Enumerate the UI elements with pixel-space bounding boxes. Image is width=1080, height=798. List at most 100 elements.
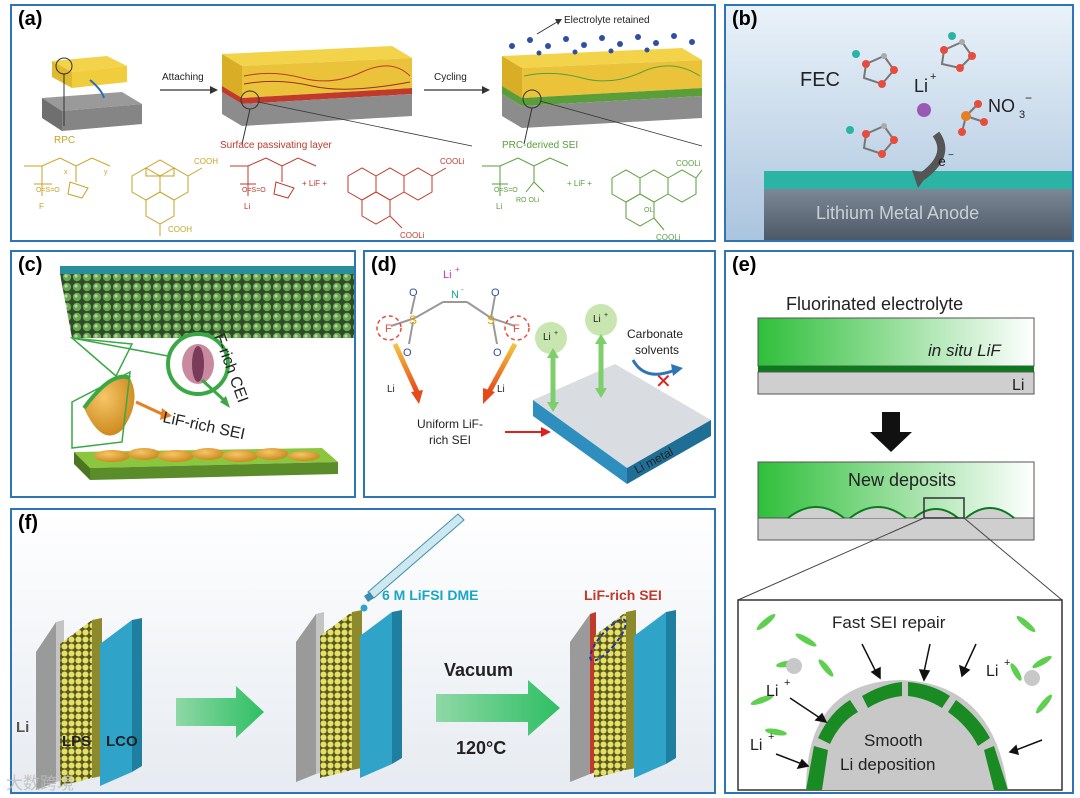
li-ion-charge-1: +: [554, 330, 558, 337]
cooli-label-1: COOLi: [440, 157, 465, 166]
x-subscript: x: [64, 169, 68, 176]
cell-stack-1: [36, 618, 142, 790]
cycling-label: Cycling: [434, 72, 467, 83]
li-left-label: Li: [387, 384, 395, 395]
substrate-illustration: [42, 92, 142, 131]
lithium-anode-block: [764, 189, 1072, 240]
li-ion-1: [786, 658, 802, 674]
fec-molecule-2: [940, 32, 976, 72]
nitrate-subscript: 3: [1019, 109, 1025, 121]
electron-charge: −: [948, 150, 954, 161]
rpc-carbon-structure: [131, 159, 203, 236]
cooh-label-bottom: COOH: [168, 225, 192, 234]
sei-polymer-structure: [482, 157, 569, 196]
electron-label: e: [938, 153, 946, 169]
rpc-polymer-structure: [24, 157, 111, 199]
li-ion-charge-c: +: [768, 731, 774, 743]
blocked-x-icon: ✕: [655, 371, 672, 393]
nitrate-label: NO: [988, 96, 1015, 116]
li-ion-sphere-1: [535, 322, 567, 354]
sei-particle: [84, 376, 135, 436]
li-left-arrow: [392, 342, 420, 394]
fluorine-label-1: F: [385, 323, 392, 335]
panel-b-diagram: Lithium Metal Anode: [726, 6, 1072, 240]
fsi-anion-structure: [390, 295, 516, 345]
arrow-step-2: [436, 680, 560, 736]
panel-e-diagram: Fluorinated electrolyte in situ LiF Li N…: [737, 294, 1063, 791]
fec-molecule-3: [846, 123, 898, 158]
passivated-polymer-structure: [230, 157, 317, 199]
fec-molecule-1: [852, 50, 898, 88]
li-deposits: [94, 448, 320, 462]
fluorine-label-2: F: [513, 323, 520, 335]
li-ion-sphere-2: [585, 304, 617, 336]
li-ion-2: [1024, 670, 1040, 686]
rpc-label: RPC: [54, 135, 75, 146]
li-charge: +: [930, 71, 936, 83]
ro-oli-label: RO OLi: [516, 197, 540, 204]
oli-label: OLi: [644, 207, 655, 214]
watermark: 大数跨境: [6, 774, 74, 794]
sulfonyl-label: O=S=O: [36, 187, 60, 194]
cell-stack-3: [570, 610, 676, 782]
new-deposit-bumps: [787, 506, 1015, 519]
cooli-label-4: COOLi: [656, 233, 681, 242]
li-right-label: Li: [497, 384, 505, 395]
passivated-carbon-structure: [347, 167, 447, 229]
oxygen-label-1: O: [409, 287, 418, 299]
lps-label: LPS: [62, 733, 91, 750]
electrolyte-region-top: [757, 317, 1035, 367]
electrolyte-dots: [509, 33, 695, 56]
lif-plus-label-2: + LiF +: [567, 179, 592, 188]
arrow-step-1: [176, 686, 264, 738]
fluorine-label: F: [39, 202, 44, 211]
insitu-lif-label: in situ LiF: [928, 341, 1002, 360]
panel-c-diagram: F-rich CEI LiF-rich SEI: [60, 266, 354, 480]
y-subscript: y: [104, 169, 108, 176]
li-ion-label-c: Li: [750, 737, 762, 754]
panel-f: (f) Li LPS LCO: [10, 508, 716, 794]
electrolyte-fragments: [750, 613, 1053, 736]
li-right-arrow: [486, 342, 518, 394]
li-ion-label-1: Li: [543, 332, 551, 343]
panel-a-label: (a): [18, 8, 43, 30]
anode-label: Lithium Metal Anode: [816, 203, 979, 223]
fluorine-highlight-1: [376, 315, 402, 341]
lithium-label: Li: [244, 202, 250, 211]
vacuum-label: Vacuum: [444, 660, 513, 680]
new-deposits-label: New deposits: [848, 470, 956, 490]
li-substrate-bottom: [757, 517, 1035, 541]
attach-curve-arrow: [89, 79, 105, 99]
panel-b-label: (b): [732, 8, 758, 30]
li-ion-label-a: Li: [766, 683, 778, 700]
repair-arrows: [775, 643, 1043, 770]
fast-repair-label: Fast SEI repair: [832, 613, 946, 632]
lithium-cation-charge: +: [455, 265, 460, 274]
sulfur-label-1: S: [409, 313, 417, 327]
uniform-sei-line1: Uniform LiF-: [417, 417, 483, 431]
panel-a-diagram: RPC Attaching Surface passivating layer …: [24, 15, 703, 242]
cooli-label-2: COOLi: [400, 231, 425, 240]
cooli-label-3: COOLi: [676, 159, 701, 168]
lif-plus-label-1: + LiF +: [302, 179, 327, 188]
li-label-top: Li: [1012, 377, 1024, 394]
electrolyte-retained-label: Electrolyte retained: [564, 15, 650, 26]
rpc-layer-illustration: [52, 56, 127, 88]
li-metal-top: [533, 364, 711, 468]
fec-label: FEC: [800, 69, 840, 91]
panel-c-label: (c): [18, 254, 43, 276]
li-substrate-top: [757, 371, 1035, 395]
pipette-icon: [360, 513, 465, 612]
attaching-label: Attaching: [162, 72, 204, 83]
panel-f-diagram: Li LPS LCO 6 M LiFSI DME Vacuum 120°C: [12, 510, 714, 792]
oxygen-label-2: O: [491, 287, 500, 299]
panel-d-label: (d): [371, 254, 397, 276]
zoom-box: [923, 497, 965, 519]
passivated-anode-illustration: [222, 46, 412, 126]
lco-label: LCO: [106, 733, 138, 750]
cell-stack-2: [296, 610, 402, 782]
sei-label: LiF-rich SEI: [161, 409, 246, 443]
lithium-label-2: Li: [496, 202, 502, 211]
li-ion-charge-2: +: [604, 312, 608, 319]
lifsi-label: 6 M LiFSI DME: [382, 587, 478, 603]
